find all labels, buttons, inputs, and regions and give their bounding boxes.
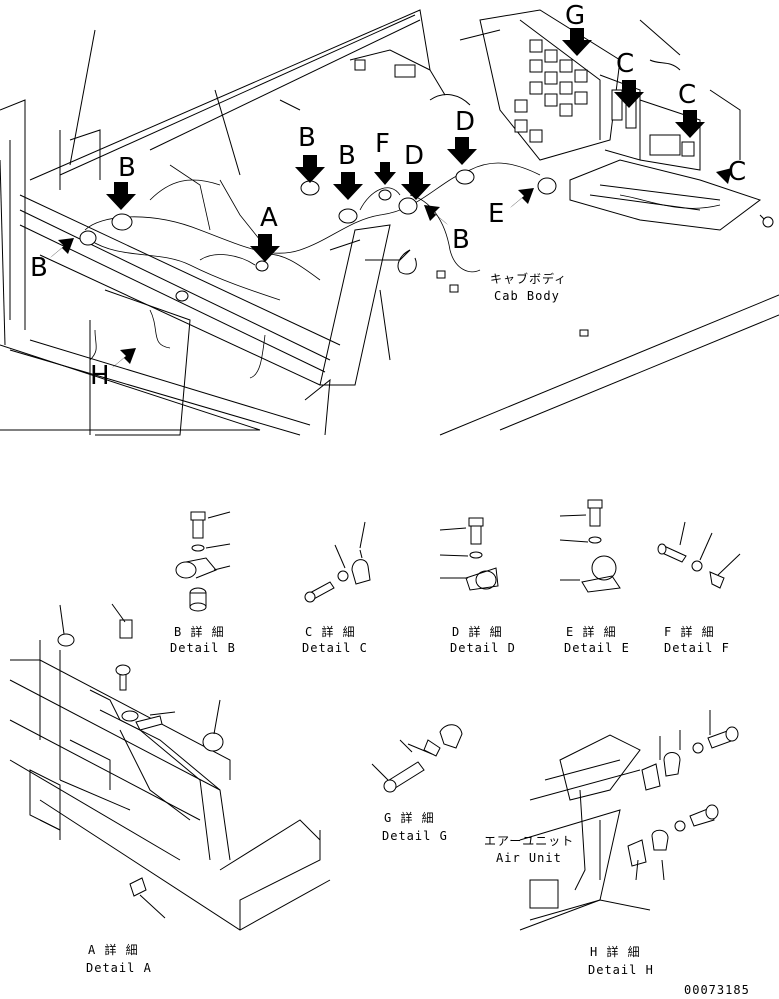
detail-h: エアーユニット Air Unit H 詳 細 Detail H bbox=[484, 710, 739, 977]
detail-b-label-ja: B 詳 細 bbox=[174, 624, 225, 639]
detail-c-label-en: Detail C bbox=[302, 641, 368, 655]
detail-c: C 詳 細 Detail C bbox=[302, 521, 371, 655]
detail-g: G 詳 細 Detail G bbox=[371, 724, 463, 843]
detail-d-label-ja: D 詳 細 bbox=[452, 624, 503, 639]
detail-d-label-en: Detail D bbox=[450, 641, 516, 655]
main-view: B B A B B F D D B E H G C C C キャブボディ Cab… bbox=[0, 1, 779, 436]
detail-a: A 詳 細 Detail A bbox=[9, 603, 331, 975]
callout-e: E bbox=[488, 199, 504, 229]
detail-g-label-en: Detail G bbox=[382, 829, 448, 843]
cab-body-label-en: Cab Body bbox=[494, 289, 560, 303]
hatched-arrows bbox=[50, 168, 732, 368]
lower-panel bbox=[95, 289, 191, 436]
main-clamps bbox=[79, 169, 557, 302]
cab-wall-panel bbox=[29, 9, 446, 181]
callout-c-2: C bbox=[678, 80, 696, 110]
callout-b-4: B bbox=[338, 141, 356, 171]
callout-a: A bbox=[260, 203, 278, 233]
detail-f: F 詳 細 Detail F bbox=[657, 521, 741, 655]
cab-body-label-ja: キャブボディ bbox=[490, 271, 567, 286]
detail-e: E 詳 細 Detail E bbox=[559, 499, 630, 655]
callout-f: F bbox=[375, 129, 390, 159]
detail-f-label-en: Detail F bbox=[664, 641, 730, 655]
callout-b-3: B bbox=[298, 123, 316, 153]
floor-outline bbox=[0, 344, 261, 431]
long-rail bbox=[19, 194, 341, 346]
detail-c-label-ja: C 詳 細 bbox=[305, 624, 356, 639]
callout-c-3: C bbox=[728, 157, 746, 187]
detail-h-label-ja: H 詳 細 bbox=[590, 944, 641, 959]
detail-h-label-en: Detail H bbox=[588, 963, 654, 977]
detail-g-label-ja: G 詳 細 bbox=[384, 810, 435, 825]
center-pillar bbox=[319, 224, 391, 386]
detail-b-label-en: Detail B bbox=[170, 641, 236, 655]
detail-e-label-ja: E 詳 細 bbox=[566, 624, 617, 639]
detail-a-label-en: Detail A bbox=[86, 961, 152, 975]
detail-f-label-ja: F 詳 細 bbox=[664, 624, 715, 639]
callout-d-1: D bbox=[404, 141, 424, 171]
callout-arrows bbox=[106, 28, 705, 262]
callout-g: G bbox=[565, 1, 585, 31]
detail-d: D 詳 細 Detail D bbox=[439, 517, 516, 655]
callout-c-1: C bbox=[616, 49, 634, 79]
air-unit-label-ja: エアーユニット bbox=[484, 834, 574, 848]
control-box bbox=[429, 9, 774, 231]
callout-b-1: B bbox=[118, 153, 136, 183]
drawing-number: 00073185 bbox=[684, 983, 750, 997]
detail-e-label-en: Detail E bbox=[564, 641, 630, 655]
detail-b: B 詳 細 Detail B bbox=[170, 511, 236, 655]
detail-a-label-ja: A 詳 細 bbox=[88, 942, 139, 957]
air-unit-label-en: Air Unit bbox=[496, 851, 562, 865]
callout-d-2: D bbox=[455, 107, 475, 137]
callout-b-2: B bbox=[30, 253, 48, 283]
callout-b-5: B bbox=[452, 225, 470, 255]
callout-h: H bbox=[90, 361, 110, 391]
